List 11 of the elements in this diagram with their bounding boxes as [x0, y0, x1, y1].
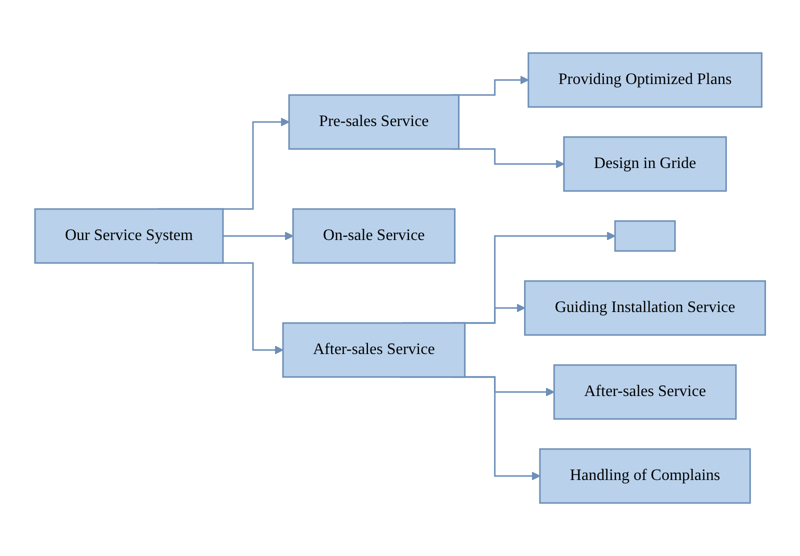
node-box: Guiding Installation Service	[524, 280, 766, 336]
node-box	[614, 220, 676, 252]
arrow	[222, 232, 294, 240]
node-box: Design in Gride	[563, 136, 727, 192]
node-box: Providing Optimized Plans	[528, 52, 762, 108]
node-box: Our Service System	[34, 208, 224, 264]
node-box: After-sales Service	[282, 322, 466, 378]
node-box: On-sale Service	[292, 208, 456, 264]
node-box: Handling of Complains	[539, 448, 751, 504]
node-box: Pre-sales Service	[288, 94, 460, 150]
node-box: After-sales Service	[553, 364, 737, 420]
